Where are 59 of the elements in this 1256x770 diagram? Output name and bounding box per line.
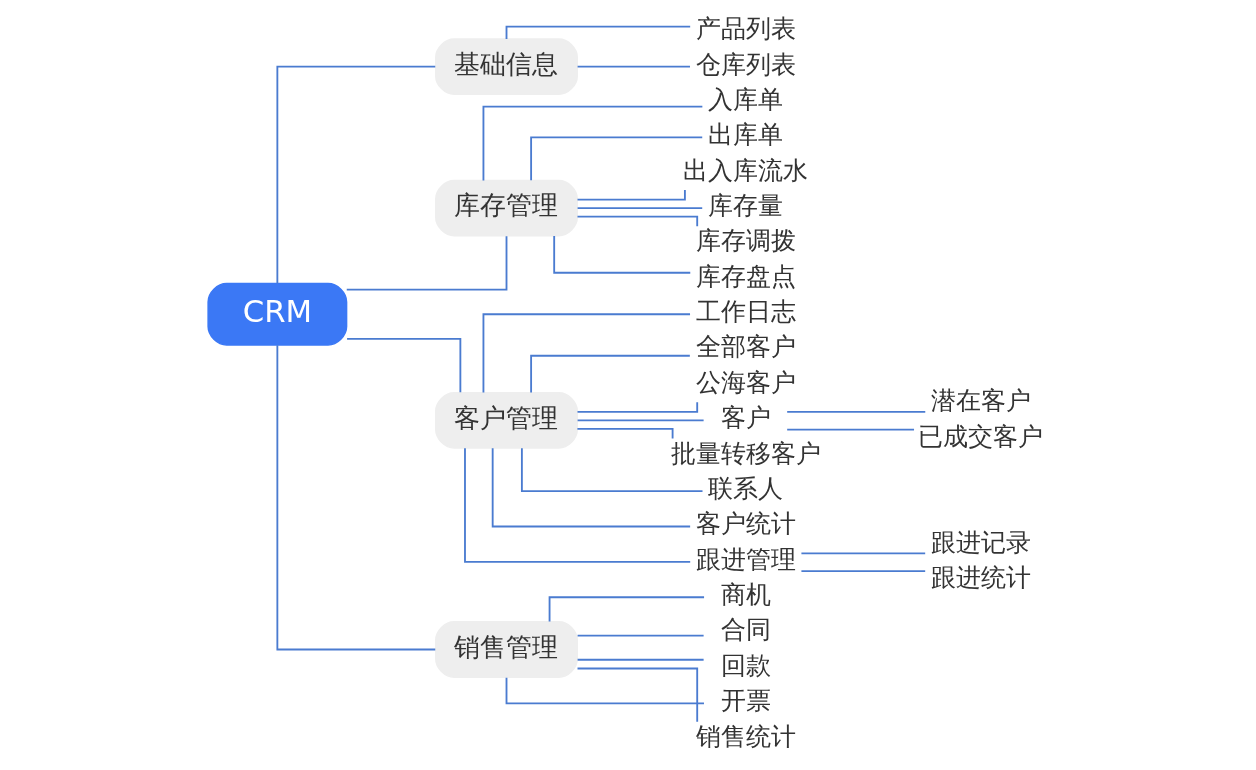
connector <box>576 427 674 440</box>
connector <box>553 235 692 274</box>
node-text: 全部客户 <box>695 332 796 362</box>
node-text: 出库单 <box>708 120 784 150</box>
node-text: 跟进管理 <box>695 544 796 574</box>
node-text: 库存调拨 <box>695 226 796 256</box>
connector <box>576 401 699 413</box>
node-box: 基础信息 <box>435 38 578 96</box>
connector <box>576 634 705 637</box>
connector <box>505 25 692 40</box>
connector <box>530 354 691 394</box>
connector <box>576 207 704 210</box>
node-text: 产品列表 <box>695 14 796 44</box>
node-text: 库存盘点 <box>695 261 796 291</box>
node-box: 库存管理 <box>435 179 578 237</box>
connector <box>482 313 691 394</box>
node-text: 销售统计 <box>695 721 796 751</box>
node-text: 合同 <box>720 615 771 645</box>
connector <box>530 136 704 182</box>
connector <box>505 676 705 705</box>
node-text: 入库单 <box>708 84 784 114</box>
connector <box>576 667 699 723</box>
connector <box>345 235 508 291</box>
node-box: 客户管理 <box>435 391 578 449</box>
connector <box>464 447 692 563</box>
node-text: 已成交客户 <box>918 421 1044 451</box>
node-text: 出入库流水 <box>683 155 809 185</box>
node-box: 销售管理 <box>435 621 578 678</box>
connector <box>548 596 705 623</box>
connector <box>276 65 437 285</box>
connector <box>520 447 704 493</box>
connector <box>576 419 705 422</box>
connector <box>346 337 462 394</box>
connector <box>491 447 692 528</box>
node-text: 跟进记录 <box>930 527 1031 557</box>
node-box: CRM <box>207 282 348 346</box>
connector <box>482 105 704 182</box>
connector <box>576 658 705 661</box>
connector <box>576 65 691 68</box>
connector <box>800 570 927 572</box>
node-text: 库存量 <box>708 190 784 220</box>
connector <box>786 428 915 431</box>
connector <box>576 215 699 228</box>
node-text: 联系人 <box>708 473 784 503</box>
node-text: 商机 <box>720 580 771 610</box>
node-text: 公海客户 <box>695 367 796 397</box>
node-text: 开票 <box>720 686 771 716</box>
node-text: 客户统计 <box>695 509 796 539</box>
node-text: 仓库列表 <box>695 49 796 79</box>
node-text: 回款 <box>720 650 771 680</box>
connector <box>800 552 927 555</box>
connector <box>576 189 686 201</box>
node-text: 批量转移客户 <box>670 438 821 468</box>
node-text: 跟进统计 <box>930 563 1031 593</box>
node-text: 工作日志 <box>695 297 796 327</box>
connector <box>786 411 927 413</box>
node-text: 客户 <box>720 403 771 433</box>
connector <box>276 344 437 651</box>
node-text: 潜在客户 <box>930 386 1031 416</box>
